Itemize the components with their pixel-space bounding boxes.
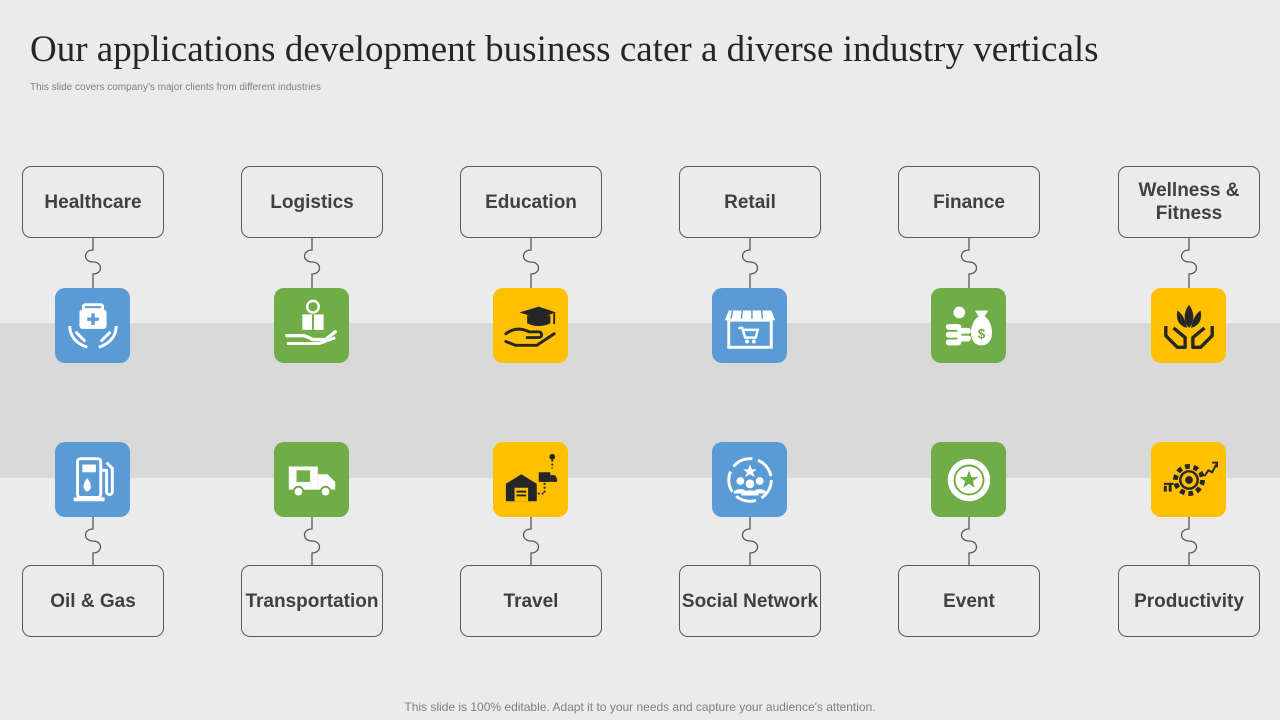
industry-label-top: Finance [898, 166, 1040, 238]
industry-label-bottom: Travel [460, 565, 602, 637]
connector [522, 238, 540, 288]
delivery-truck-icon [283, 451, 341, 509]
industry-label-bottom: Event [898, 565, 1040, 637]
industry-label-top: Wellness & Fitness [1118, 166, 1260, 238]
money-bag-coins-icon: $ [940, 297, 998, 355]
industry-label-bottom: Transportation [241, 565, 383, 637]
parcel-hand-icon [283, 297, 341, 355]
industry-column: Finance $ Event [898, 0, 1040, 720]
industry-column: Logistics Transportation [241, 0, 383, 720]
industry-icon-tile [1151, 288, 1226, 363]
connector [84, 517, 102, 567]
industry-icon-tile [712, 442, 787, 517]
gear-target-growth-icon [1160, 451, 1218, 509]
connector [960, 238, 978, 288]
connector [1180, 517, 1198, 567]
graduation-cap-hand-icon [502, 297, 560, 355]
star-badge-icon [940, 451, 998, 509]
connector [303, 238, 321, 288]
page-subtitle: This slide covers company’s major client… [30, 82, 321, 93]
fuel-pump-icon [64, 451, 122, 509]
storefront-cart-icon [721, 297, 779, 355]
industry-column: Wellness & Fitness Productivity [1118, 0, 1260, 720]
industry-column: Healthcare Oil & Gas [22, 0, 164, 720]
industry-icon-tile [274, 442, 349, 517]
industry-label-top: Healthcare [22, 166, 164, 238]
warehouse-route-icon [502, 451, 560, 509]
industry-label-bottom: Social Network [679, 565, 821, 637]
industry-label-top: Education [460, 166, 602, 238]
industry-icon-tile [55, 288, 130, 363]
connector [1180, 238, 1198, 288]
footer-note: This slide is 100% editable. Adapt it to… [404, 700, 876, 714]
industry-label-bottom: Productivity [1118, 565, 1260, 637]
industry-label-bottom: Oil & Gas [22, 565, 164, 637]
industry-icon-tile [1151, 442, 1226, 517]
community-network-icon [721, 451, 779, 509]
lotus-hands-icon [1160, 297, 1218, 355]
svg-text:$: $ [977, 326, 985, 341]
page-title: Our applications development business ca… [30, 29, 1099, 70]
industry-icon-tile: $ [931, 288, 1006, 363]
industry-icon-tile [712, 288, 787, 363]
industry-column: Education Travel [460, 0, 602, 720]
industry-icon-tile [493, 288, 568, 363]
connector [522, 517, 540, 567]
medical-kit-hands-icon [64, 297, 122, 355]
connector [741, 517, 759, 567]
connector [303, 517, 321, 567]
industry-label-top: Retail [679, 166, 821, 238]
industry-column: Retail Social Network [679, 0, 821, 720]
industry-label-top: Logistics [241, 166, 383, 238]
industry-icon-tile [493, 442, 568, 517]
industry-icon-tile [55, 442, 130, 517]
connector [84, 238, 102, 288]
industry-icon-tile [931, 442, 1006, 517]
connector [741, 238, 759, 288]
industry-icon-tile [274, 288, 349, 363]
center-band [0, 323, 1280, 478]
connector [960, 517, 978, 567]
